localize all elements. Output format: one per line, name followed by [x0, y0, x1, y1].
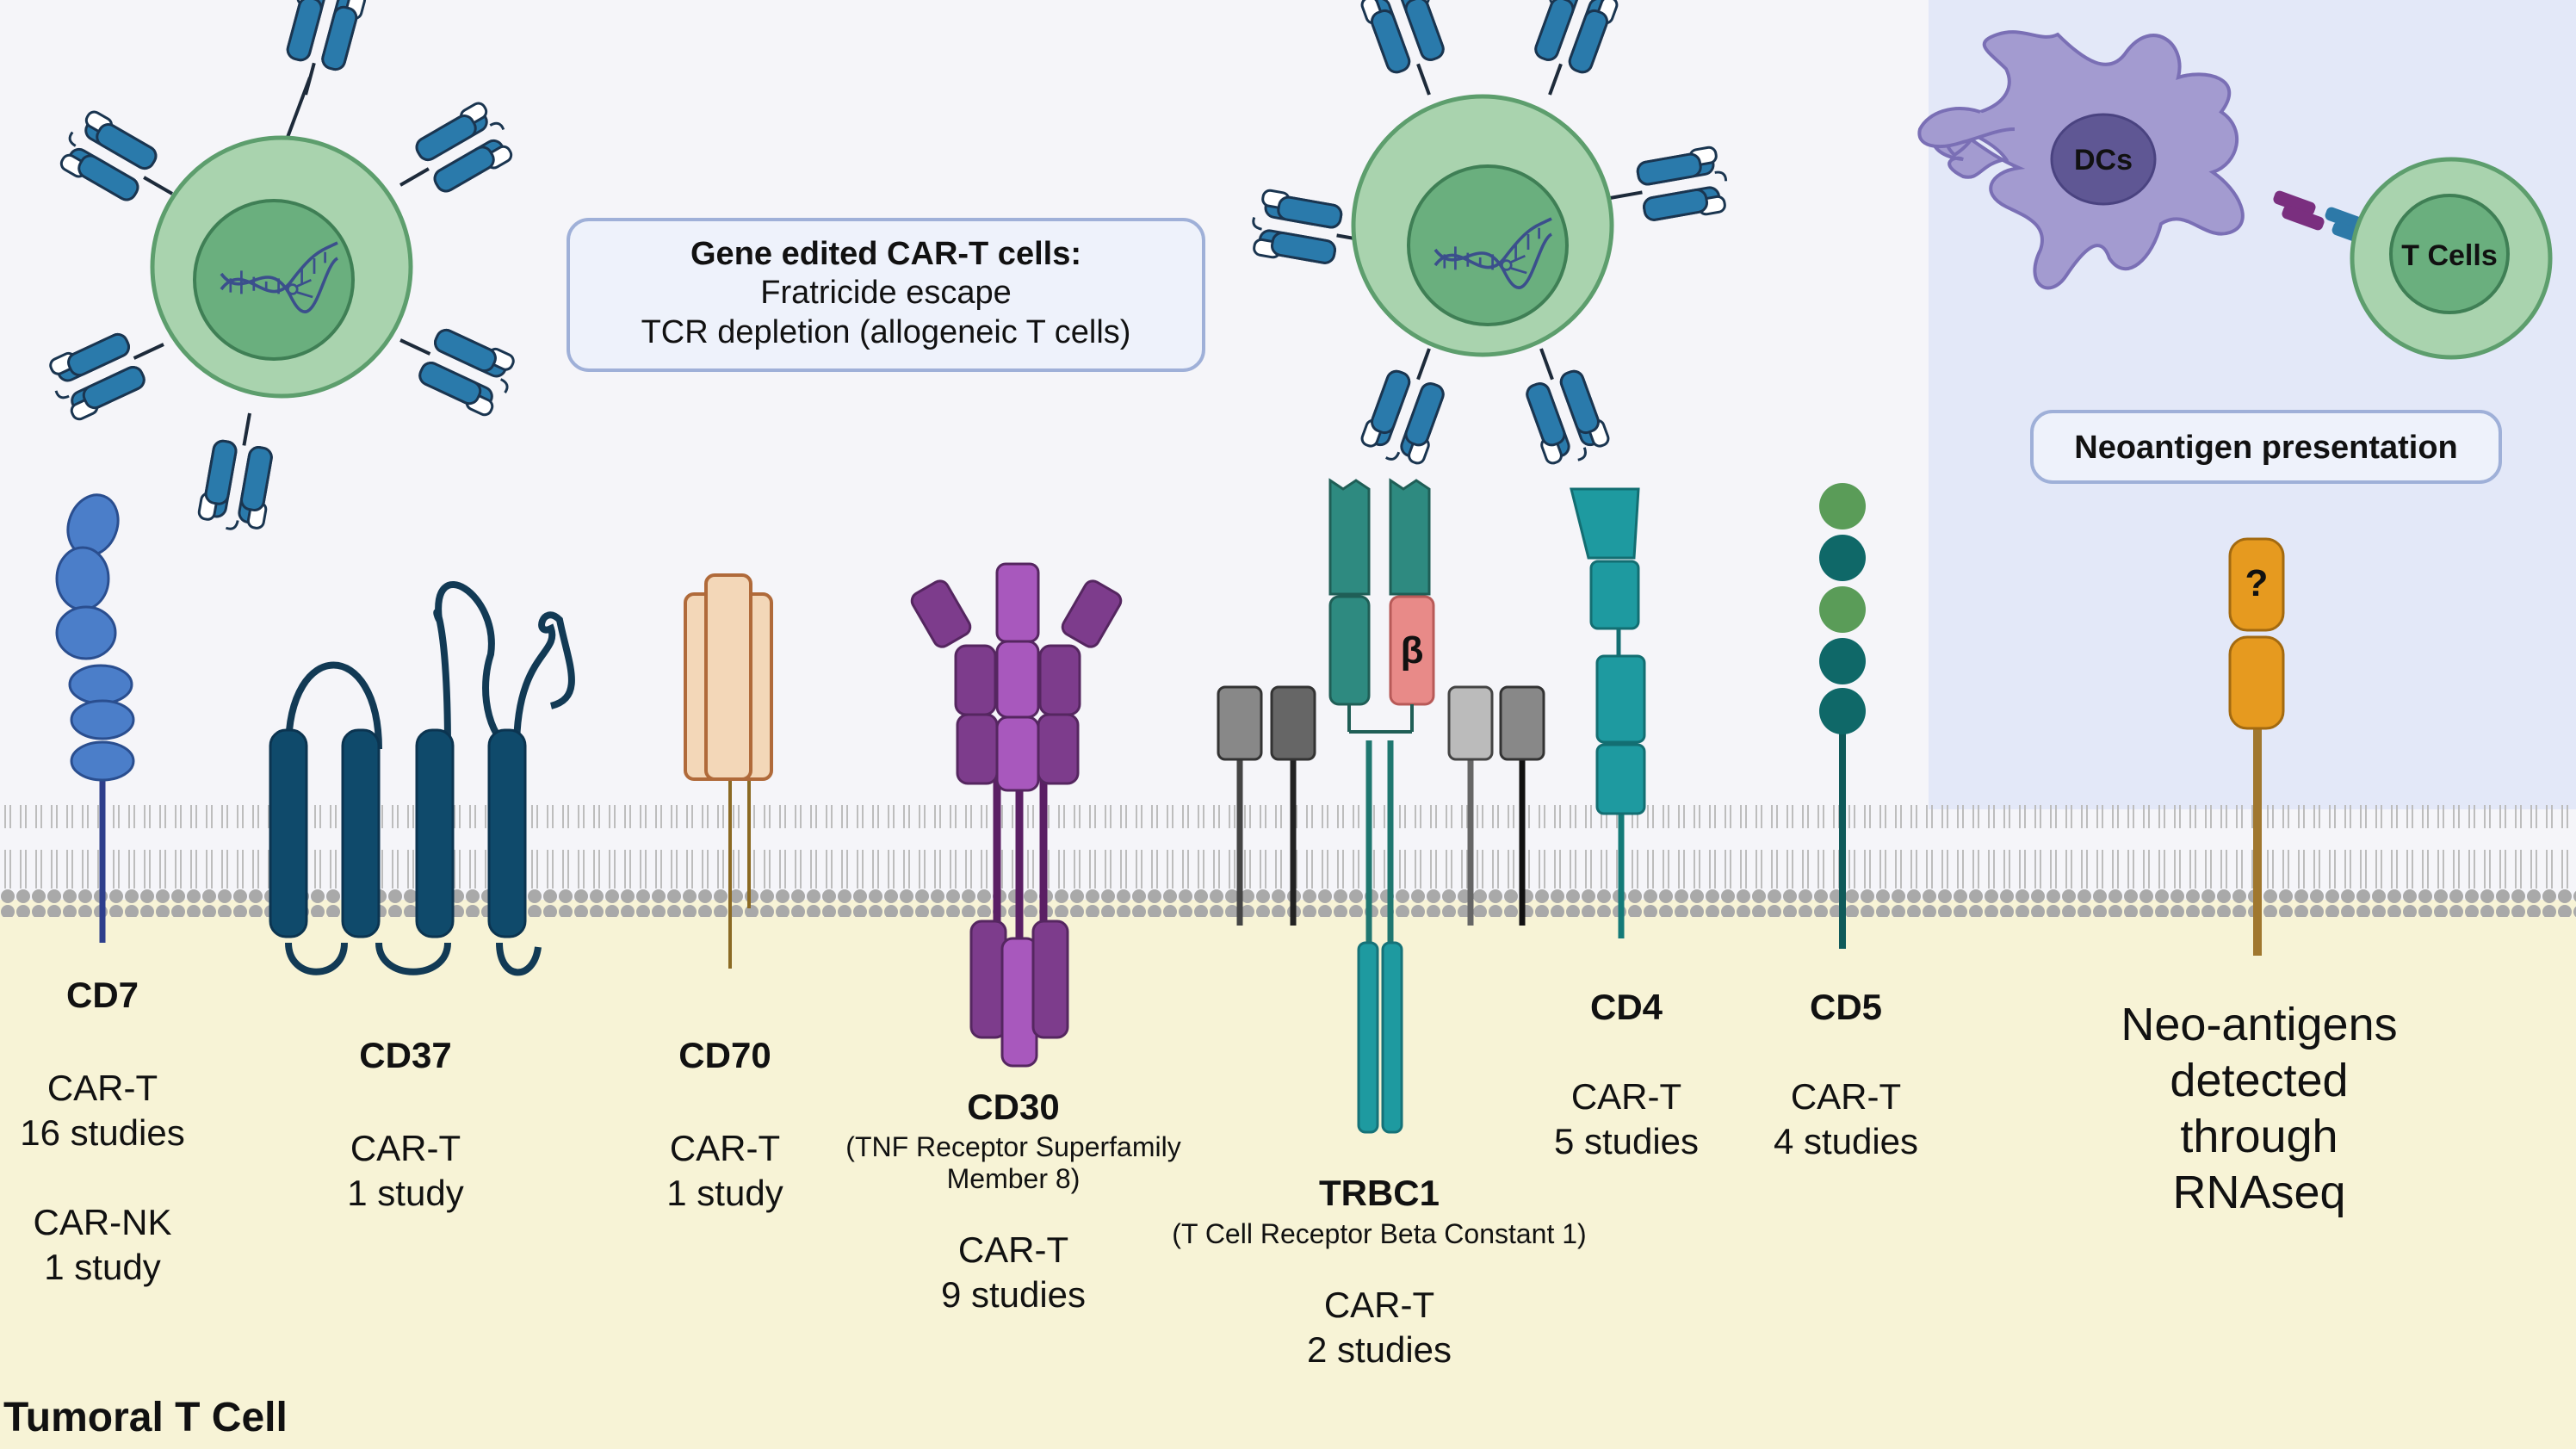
cd4-receptor: [1570, 487, 1646, 938]
cd70-labels: CD70 CAR-T 1 study: [666, 1035, 783, 1213]
cd7-labels: CD7 CAR-T 16 studies CAR-NK 1 study: [20, 975, 184, 1287]
cd4-name: CD4: [1590, 987, 1663, 1027]
trbc1-line2: 2 studies: [1307, 1329, 1452, 1370]
cd7-receptor: [55, 493, 135, 943]
cd70-line2: 1 study: [666, 1173, 783, 1213]
beta-chain-label: β: [1401, 629, 1424, 672]
car-t-cell-right: [1246, 0, 1733, 473]
cd30-line1: CAR-T: [958, 1229, 1068, 1270]
cd7-line3: CAR-NK: [33, 1202, 171, 1242]
cd5-name: CD5: [1810, 987, 1882, 1027]
car-t-info-box: Gene edited CAR-T cells: Fratricide esca…: [567, 218, 1205, 372]
car-t-cell-right-nucleus: [1407, 164, 1569, 326]
t-cell: T Cells: [2350, 157, 2553, 360]
cd37-labels: CD37 CAR-T 1 study: [347, 1035, 463, 1213]
neoantigen-receptor: ?: [2228, 537, 2285, 956]
cd30-labels: CD30 (TNF Receptor Superfamily Member 8)…: [845, 1087, 1180, 1315]
trbc1-name: TRBC1: [1319, 1173, 1440, 1213]
cd30-receptor: [910, 562, 1123, 1068]
cd5-receptor: [1819, 483, 1866, 949]
dc-nucleus: [2050, 113, 2157, 206]
cytoplasm-background: [0, 900, 2576, 1449]
neo-text-line3: through: [2180, 1111, 2338, 1162]
cd5-line2: 4 studies: [1774, 1121, 1918, 1161]
cd37-receptor: [269, 581, 575, 976]
neo-text-line1: Neo-antigens: [2121, 999, 2397, 1050]
t-cell-nucleus: [2389, 194, 2510, 314]
cd4-line1: CAR-T: [1571, 1076, 1681, 1117]
dc-label: DCs: [2074, 144, 2133, 176]
cd7-line4: 1 study: [44, 1247, 160, 1287]
cd4-line2: 5 studies: [1554, 1121, 1699, 1161]
car-t-box-line1: Fratricide escape: [760, 275, 1011, 311]
cd7-line1: CAR-T: [47, 1068, 158, 1108]
cd30-name: CD30: [967, 1087, 1059, 1127]
cd5-line1: CAR-T: [1791, 1076, 1901, 1117]
neoantigen-labels: Neo-antigens detected through RNAseq: [2121, 999, 2397, 1218]
cd70-receptor: [684, 573, 773, 969]
cd30-sub1: (TNF Receptor Superfamily: [845, 1131, 1180, 1162]
neo-text-line2: detected: [2170, 1055, 2348, 1106]
unknown-antigen-icon: ?: [2245, 562, 2269, 604]
dendritic-cell: DCs: [1917, 30, 2245, 290]
cd7-name: CD7: [66, 975, 139, 1015]
trbc1-labels: TRBC1 (T Cell Receptor Beta Constant 1) …: [1172, 1173, 1586, 1370]
t-cell-label: T Cells: [2401, 239, 2497, 272]
cd37-name: CD37: [359, 1035, 451, 1075]
car-t-cell-left: [41, 0, 523, 536]
cd4-labels: CD4 CAR-T 5 studies: [1554, 987, 1699, 1161]
cell-membrane: [0, 805, 2576, 917]
neoantigen-box-label: Neoantigen presentation: [2074, 430, 2458, 466]
cd37-line1: CAR-T: [350, 1128, 461, 1168]
cd37-line2: 1 study: [347, 1173, 463, 1213]
neo-text-line4: RNAseq: [2172, 1167, 2345, 1218]
trbc1-receptor: β: [1217, 478, 1545, 1134]
trbc1-line1: CAR-T: [1324, 1285, 1434, 1325]
cd70-line1: CAR-T: [670, 1128, 780, 1168]
cd7-line2: 16 studies: [20, 1112, 184, 1153]
car-t-box-line2: TCR depletion (allogeneic T cells): [641, 314, 1131, 350]
car-t-box-title: Gene edited CAR-T cells:: [690, 236, 1081, 272]
neoantigen-presentation-box: Neoantigen presentation: [2030, 410, 2502, 484]
cd5-labels: CD5 CAR-T 4 studies: [1774, 987, 1918, 1161]
trbc1-sub1: (T Cell Receptor Beta Constant 1): [1172, 1218, 1586, 1249]
cell-title: Tumoral T Cell: [3, 1395, 288, 1440]
cd30-sub2: Member 8): [947, 1163, 1081, 1194]
cd30-line2: 9 studies: [941, 1274, 1086, 1315]
cd70-name: CD70: [678, 1035, 771, 1075]
